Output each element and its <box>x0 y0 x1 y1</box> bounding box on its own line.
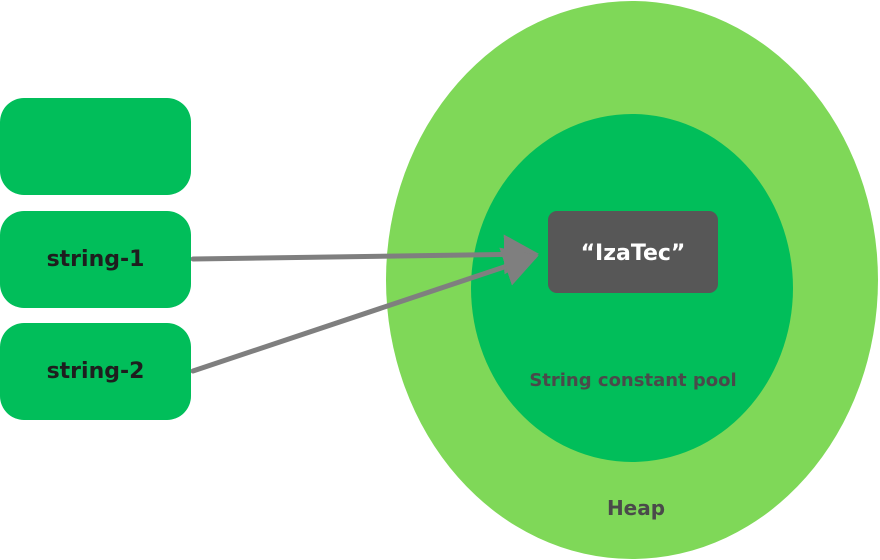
string-1-reference-arrow <box>190 234 539 275</box>
stack-slot-string-1-label: string-1 <box>46 247 145 272</box>
heap-label: Heap <box>607 496 665 520</box>
stack-slot-empty <box>0 98 191 195</box>
string-literal-box <box>548 211 718 293</box>
string-2-reference-arrow <box>190 247 539 374</box>
stack-slot-string-2: string-2 <box>0 323 191 420</box>
string-literal-text: “IzaTec” <box>581 241 686 266</box>
stack-slot-string-2-label: string-2 <box>46 359 145 384</box>
stack-slot-string-1: string-1 <box>0 211 191 308</box>
string-pool-label: String constant pool <box>529 370 736 391</box>
